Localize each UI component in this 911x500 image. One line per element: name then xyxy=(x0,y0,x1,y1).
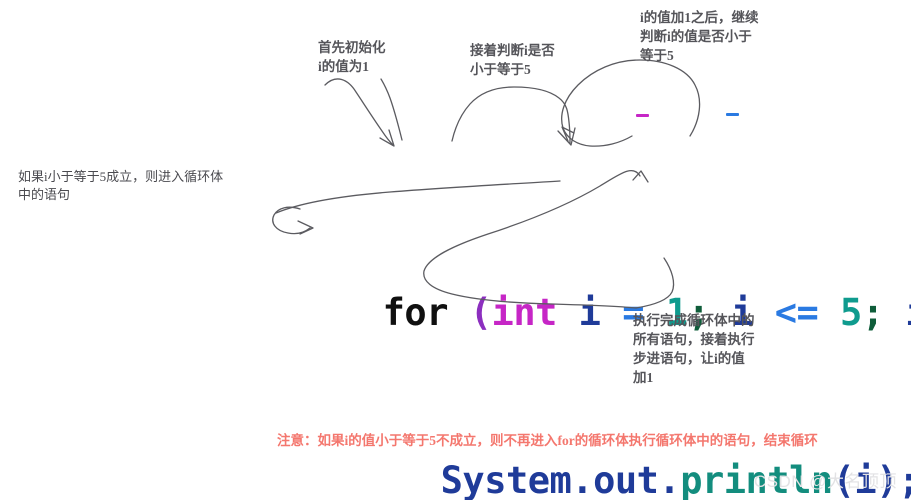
token-space xyxy=(600,291,622,334)
stray-dash-blue-icon xyxy=(726,113,739,116)
token-for-keyword: for xyxy=(382,291,449,334)
token-number-five: 5 xyxy=(840,291,862,334)
token-semicolon-1: ; xyxy=(687,291,710,334)
stray-dash-magenta-icon xyxy=(636,114,649,117)
token-lte-operator: <= xyxy=(774,291,819,334)
annotation-condition: 接着判断i是否 小于等于5 xyxy=(470,43,555,77)
csdn-watermark: CSDN @大名顶顶 xyxy=(753,472,897,491)
token-var-i-step: i xyxy=(905,291,911,334)
token-space xyxy=(557,291,579,334)
java-code-block: for (int i = 1; i <= 5; i++) { System.ou… xyxy=(252,117,911,500)
token-var-i-cond: i xyxy=(731,291,753,334)
annotation-increment: i的值加1之后，继续 判断i的值是否小于 等于5 xyxy=(640,10,759,63)
token-system-out: System.out. xyxy=(440,459,681,500)
token-println: println xyxy=(680,459,833,500)
token-space xyxy=(448,291,470,334)
code-line-for: for (int i = 1; i <= 5; i++) { xyxy=(252,229,911,334)
annotation-after-body: 执行完成循环体中的 所有语句，接着执行 步进语句，让i的值 加1 xyxy=(633,313,755,385)
token-int-type: int xyxy=(491,291,558,334)
token-var-i-init: i xyxy=(578,291,601,334)
code-line-println: System.out.println(i); xyxy=(252,397,911,500)
token-semicolon-2: ; xyxy=(861,291,884,334)
token-space xyxy=(818,291,840,334)
annotation-enter-body: 如果i小于等于5成立，则进入循环体 中的语句 xyxy=(18,169,224,202)
caution-text: 注意：如果i的值小于等于5不成立，则不再进入for的循环体执行循环体中的语句，结… xyxy=(277,433,818,448)
annotation-init: 首先初始化 i的值为1 xyxy=(318,40,386,74)
token-paren-open: ( xyxy=(469,291,492,334)
token-space xyxy=(753,291,775,334)
token-space xyxy=(884,291,906,334)
token-println-args: (i); xyxy=(832,459,911,500)
